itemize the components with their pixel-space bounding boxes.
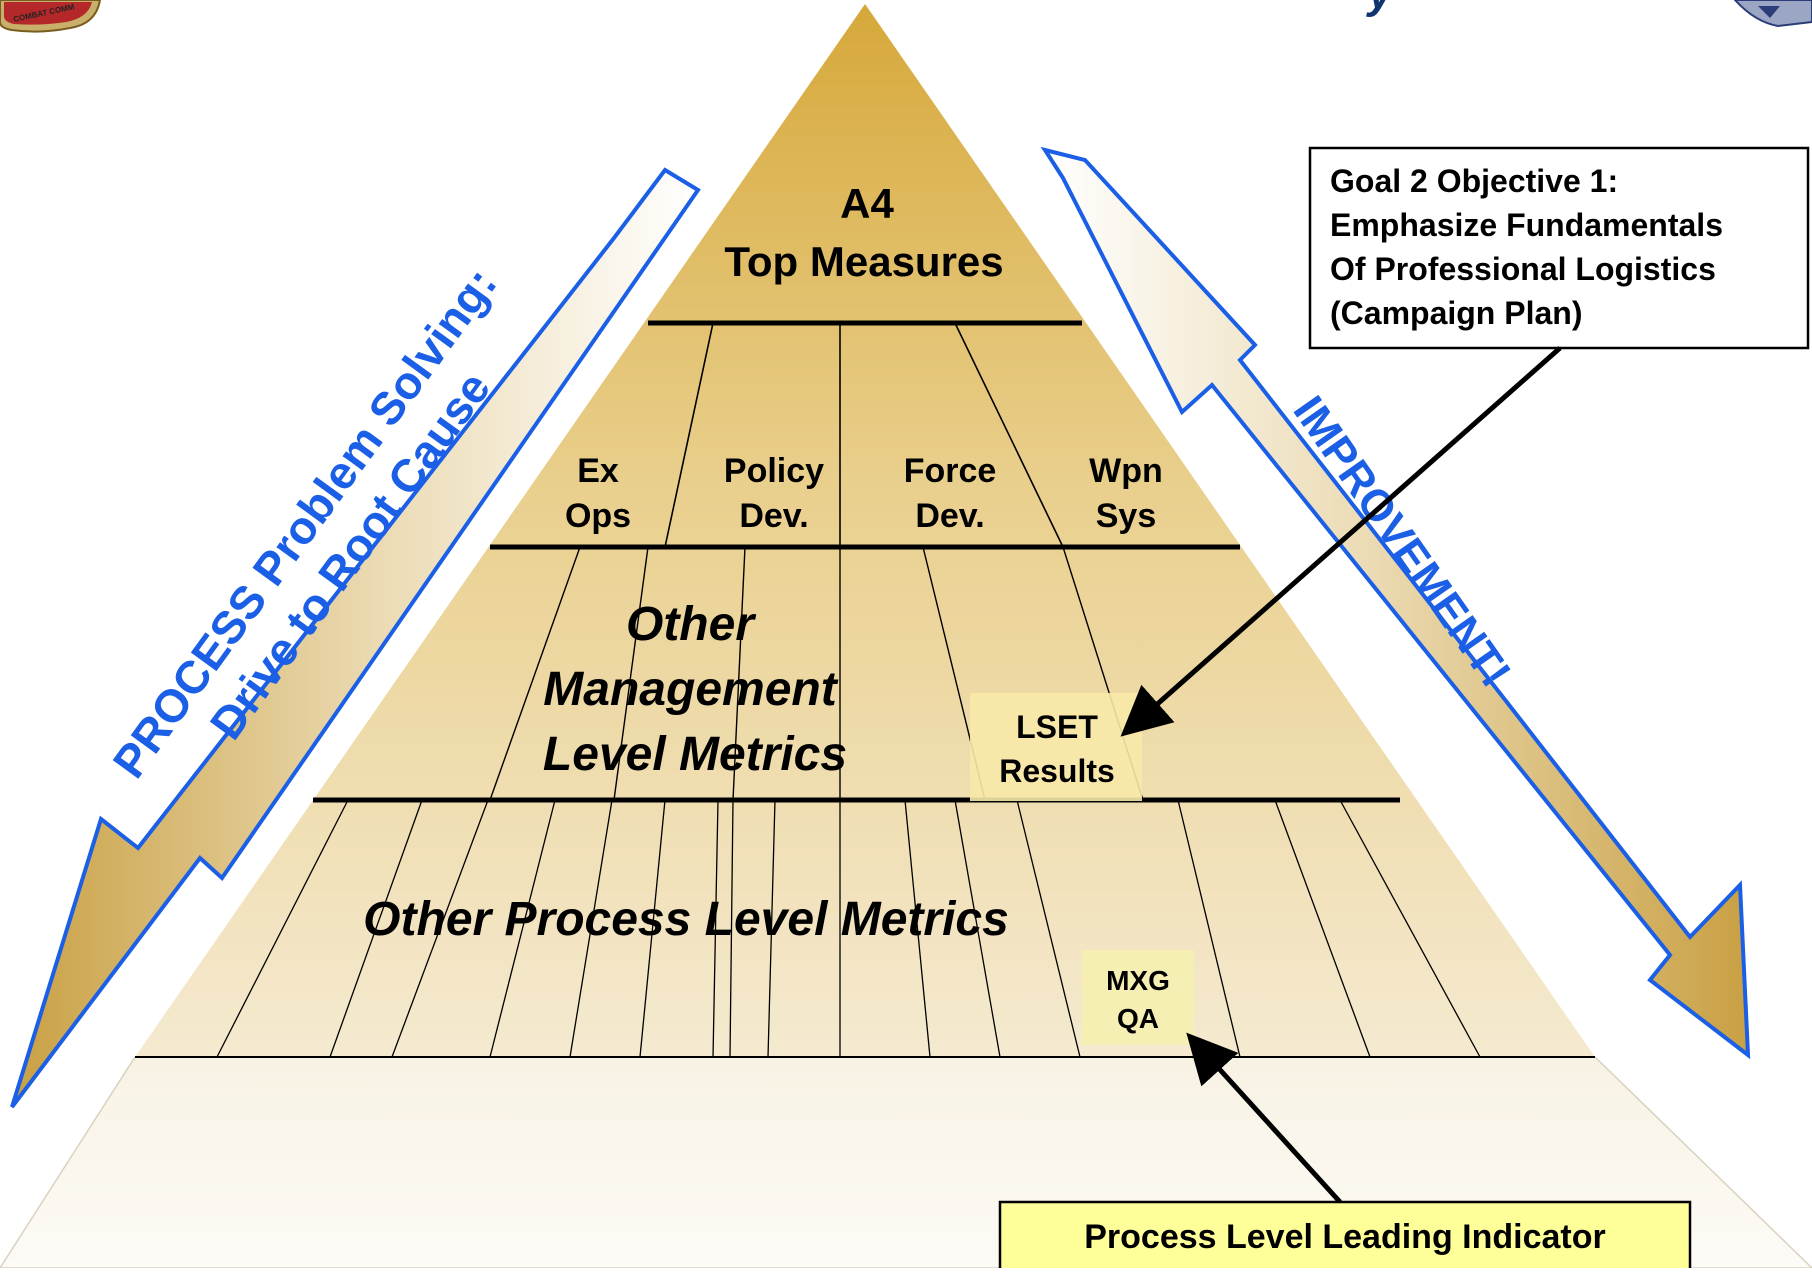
partial-shield-logo [1733, 0, 1812, 28]
top-measures-line1: A4 [840, 180, 894, 227]
segment-force-dev: Force Dev. [904, 452, 997, 535]
tier2-segment-lines [664, 322, 1064, 548]
leading-indicator-box [998, 1200, 1692, 1273]
lset-highlight-box [970, 693, 1142, 801]
svg-text:QA: QA [1117, 1003, 1159, 1034]
svg-text:Ex: Ex [577, 452, 619, 490]
goal-callout-text: Goal 2 Objective 1: Emphasize Fundamenta… [1330, 163, 1723, 331]
svg-text:Sys: Sys [1096, 497, 1157, 535]
mxg-qa-label: MXG QA [1106, 965, 1170, 1034]
svg-text:Goal 2 Objective 1:: Goal 2 Objective 1: [1330, 163, 1618, 199]
goal-pointer-arrow [1120, 346, 1562, 737]
right-arrow-label: IMPROVEMENT! [1284, 387, 1520, 695]
svg-text:Dev.: Dev. [915, 497, 984, 535]
svg-text:Force: Force [904, 452, 997, 490]
svg-text:Policy: Policy [724, 452, 824, 490]
tier4-segment-lines [216, 799, 1481, 1058]
header-title-fragment: y [1366, 0, 1395, 18]
svg-text:Management: Management [543, 663, 838, 716]
svg-text:Results: Results [999, 753, 1115, 789]
top-measures-line2: Top Measures [724, 238, 1003, 285]
command-seal-logo: COMBAT COMM [0, 0, 102, 33]
svg-text:Wpn: Wpn [1089, 452, 1163, 490]
lset-results-label: LSET Results [999, 709, 1115, 789]
leading-pointer-arrow [1186, 1032, 1342, 1204]
svg-text:Level Metrics: Level Metrics [543, 728, 847, 781]
pyramid-body [135, 4, 1595, 1057]
left-down-arrow [10, 167, 701, 1109]
leading-indicator-label: Process Level Leading Indicator [1084, 1218, 1606, 1256]
svg-text:Other: Other [626, 598, 756, 651]
svg-text:Of Professional Logistics: Of Professional Logistics [1330, 251, 1716, 287]
process-metrics-label: Other Process Level Metrics [363, 893, 1009, 946]
svg-text:Ops: Ops [565, 497, 631, 535]
svg-text:Dev.: Dev. [739, 497, 808, 535]
segment-policy-dev: Policy Dev. [724, 452, 824, 535]
svg-text:(Campaign Plan): (Campaign Plan) [1330, 295, 1582, 331]
svg-text:MXG: MXG [1106, 965, 1170, 996]
svg-text:LSET: LSET [1016, 709, 1098, 745]
segment-wpn-sys: Wpn Sys [1089, 452, 1163, 535]
goal-callout-box [1308, 146, 1810, 350]
segment-ex-ops: Ex Ops [565, 452, 631, 535]
right-up-arrow [1040, 146, 1751, 1060]
management-metrics-label: Other Management Level Metrics [543, 598, 847, 781]
tier3-segment-lines [489, 546, 1144, 801]
svg-text:Emphasize Fundamentals: Emphasize Fundamentals [1330, 207, 1723, 243]
mxg-highlight-box [1082, 950, 1194, 1045]
